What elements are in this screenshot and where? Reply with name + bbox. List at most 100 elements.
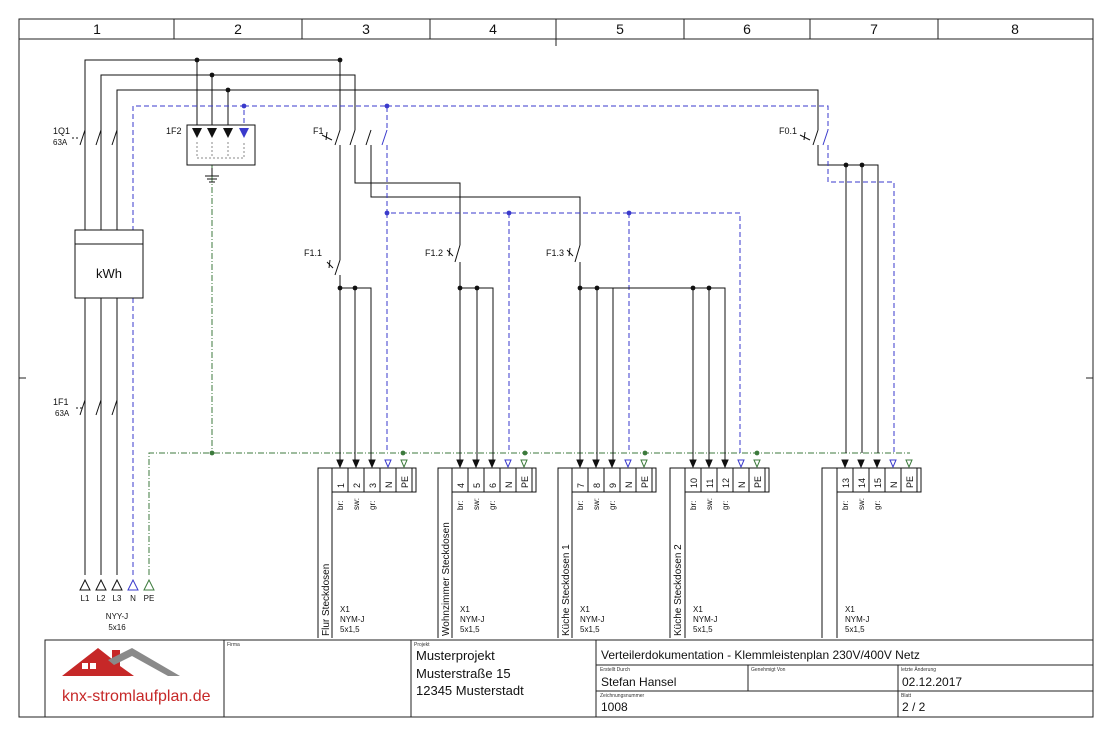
terminal-number: 9 [608,483,618,488]
column-number-6: 6 [743,21,751,37]
cable-label: X1 [693,605,703,614]
sheet-frame [18,18,1094,718]
supply-terminal-n: N [130,594,136,603]
cable-label: X1 [845,605,855,614]
supply-junctions [194,57,343,93]
projekt-label: Projekt [414,642,430,648]
terminal-number: 2 [352,483,362,488]
wire-color-label: br: [576,501,585,510]
terminal-number: 13 [841,478,851,488]
created-by: Stefan Hansel [601,675,676,689]
wire-color-label: gr: [608,501,617,510]
supply-terminal-l3: L3 [113,594,122,603]
terminal-number: 8 [592,483,602,488]
column-header: 1 2 3 4 5 6 7 8 [93,19,1019,39]
last-change-label: letzte Änderung [901,666,936,673]
fuse-1f1-label: 1F1 [53,397,69,407]
rcd-f01-label: F0.1 [779,126,797,136]
firma-label: Firma [227,642,240,648]
supply-cable-size: 5x16 [108,623,126,632]
supply-terminal-l2: L2 [97,594,106,603]
terminal-number: N [384,482,394,489]
wire-color-label: sw: [857,498,866,510]
terminal-number: N [504,482,514,489]
cable-label: 5x1,5 [460,625,480,634]
breaker-f13-label: F1.3 [546,248,564,258]
drawing-number-label: Zeichnungsnummer [600,693,645,699]
circuit-name: Küche Steckdosen 1 [561,544,572,636]
wire-color-label: gr: [488,501,497,510]
cable-label: 5x1,5 [693,625,713,634]
terminal-number: PE [753,476,763,488]
wire-color-label: br: [456,501,465,510]
cable-label: 5x1,5 [845,625,865,634]
terminal-number: 6 [488,483,498,488]
wire-color-label: sw: [592,498,601,510]
wire-color-label: br: [336,501,345,510]
supply-terminal-symbols [79,578,155,591]
surge-arrester-icons [192,128,249,138]
project-city: 12345 Musterstadt [416,683,524,698]
fuse-1f1-rating: 63A [55,409,70,418]
terminal-number: 4 [456,483,466,488]
wire-color-label: sw: [472,498,481,510]
meter-label: kWh [96,266,122,281]
circuit-junctions [337,285,712,291]
created-by-label: Erstellt Durch [600,667,630,673]
supply-terminal-l1: L1 [81,594,90,603]
rcd-f1-label: F1 [313,126,324,136]
terminal-number: N [889,482,899,489]
wire-color-label: br: [841,501,850,510]
terminal-number: 15 [873,478,883,488]
breaker-1q1-label: 1Q1 [53,126,70,136]
column-number-2: 2 [234,21,242,37]
breaker-f12-label: F1.2 [425,248,443,258]
neutral-junctions [241,103,390,109]
circuit-breakers [326,244,726,460]
title-block [44,639,1094,718]
last-change-date: 02.12.2017 [902,675,962,689]
approved-by-label: Genehmigt Von [751,667,786,673]
terminal-number: 1 [336,483,346,488]
cable-label: X1 [580,605,590,614]
breaker-f11-label: F1.1 [304,248,322,258]
rcd-f1 [321,129,581,260]
terminal-number: PE [400,476,410,488]
ground-icon [205,168,219,183]
column-number-5: 5 [616,21,624,37]
cable-label: NYM-J [580,615,604,624]
wire-color-label: gr: [873,501,882,510]
cable-label: NYM-J [693,615,717,624]
terminal-number: 7 [576,483,586,488]
column-number-7: 7 [870,21,878,37]
pe-conductor [148,165,910,575]
project-street: Musterstraße 15 [416,666,511,681]
cable-label: NYM-J [845,615,869,624]
terminal-number: N [737,482,747,489]
terminal-number: 12 [721,478,731,488]
rcd-neutral-junctions [384,210,632,216]
terminal-number: 3 [368,483,378,488]
sheet-number: 2 / 2 [902,700,926,714]
cable-label: NYM-J [460,615,484,624]
circuit-name: Küche Steckdosen 2 [673,544,684,636]
logo-text: knx-stromlaufplan.de [62,688,211,705]
wire-color-label: gr: [368,501,377,510]
logo-house-icon [62,648,180,676]
drawing-number: 1008 [601,700,628,714]
cable-label: 5x1,5 [580,625,600,634]
energy-meter [74,229,144,299]
supply-conductors [84,59,819,575]
terminal-number: 14 [857,478,867,488]
cable-label: 5x1,5 [340,625,360,634]
cable-label: X1 [340,605,350,614]
wire-color-label: gr: [721,501,730,510]
terminal-number: 5 [472,483,482,488]
terminal-number: PE [905,476,915,488]
